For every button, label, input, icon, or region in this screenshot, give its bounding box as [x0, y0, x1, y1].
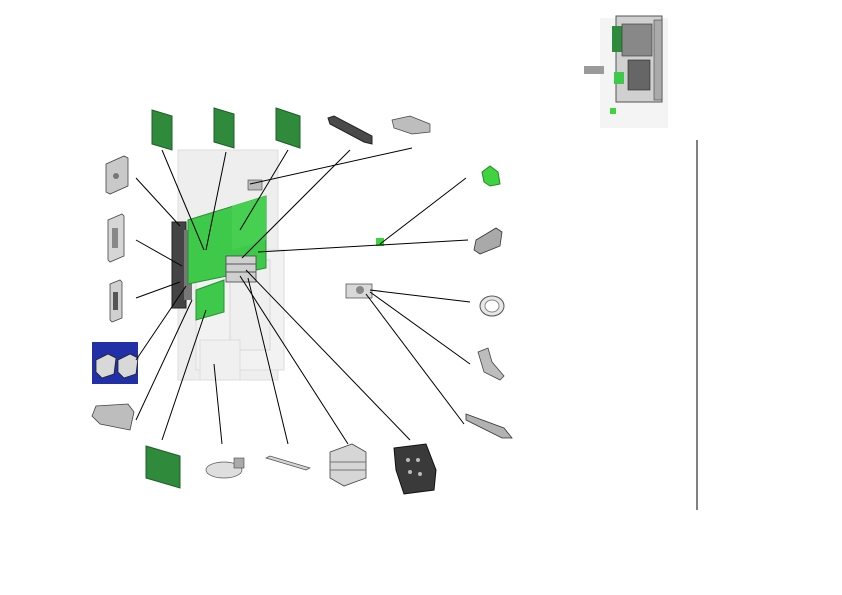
main-frame-assembly [171, 149, 384, 381]
bracket-top-long [327, 115, 373, 145]
board-bottom [145, 445, 181, 489]
board-top-1 [151, 109, 173, 151]
highlighted-component-pair [92, 342, 139, 384]
bottom-left-bracket [91, 403, 135, 431]
bracket-right-1 [473, 227, 503, 255]
assembly-overview-thumbnail [584, 15, 668, 128]
green-connector-right [481, 165, 501, 187]
board-top-2 [213, 107, 235, 149]
bracket-right-3 [465, 413, 513, 439]
bracket-top-small [391, 115, 431, 135]
side-plate-3 [109, 279, 123, 323]
side-plate-2 [107, 213, 125, 263]
ring-right [479, 295, 505, 317]
connector-panel-bottom [393, 443, 437, 495]
board-top-3 [275, 107, 301, 149]
side-plate-1 [105, 155, 129, 195]
connector-block-bottom [329, 443, 367, 487]
rail-bottom [265, 455, 311, 471]
leader-lines [135, 147, 471, 445]
plate-bottom-round [205, 457, 245, 479]
bracket-right-2 [477, 347, 505, 381]
